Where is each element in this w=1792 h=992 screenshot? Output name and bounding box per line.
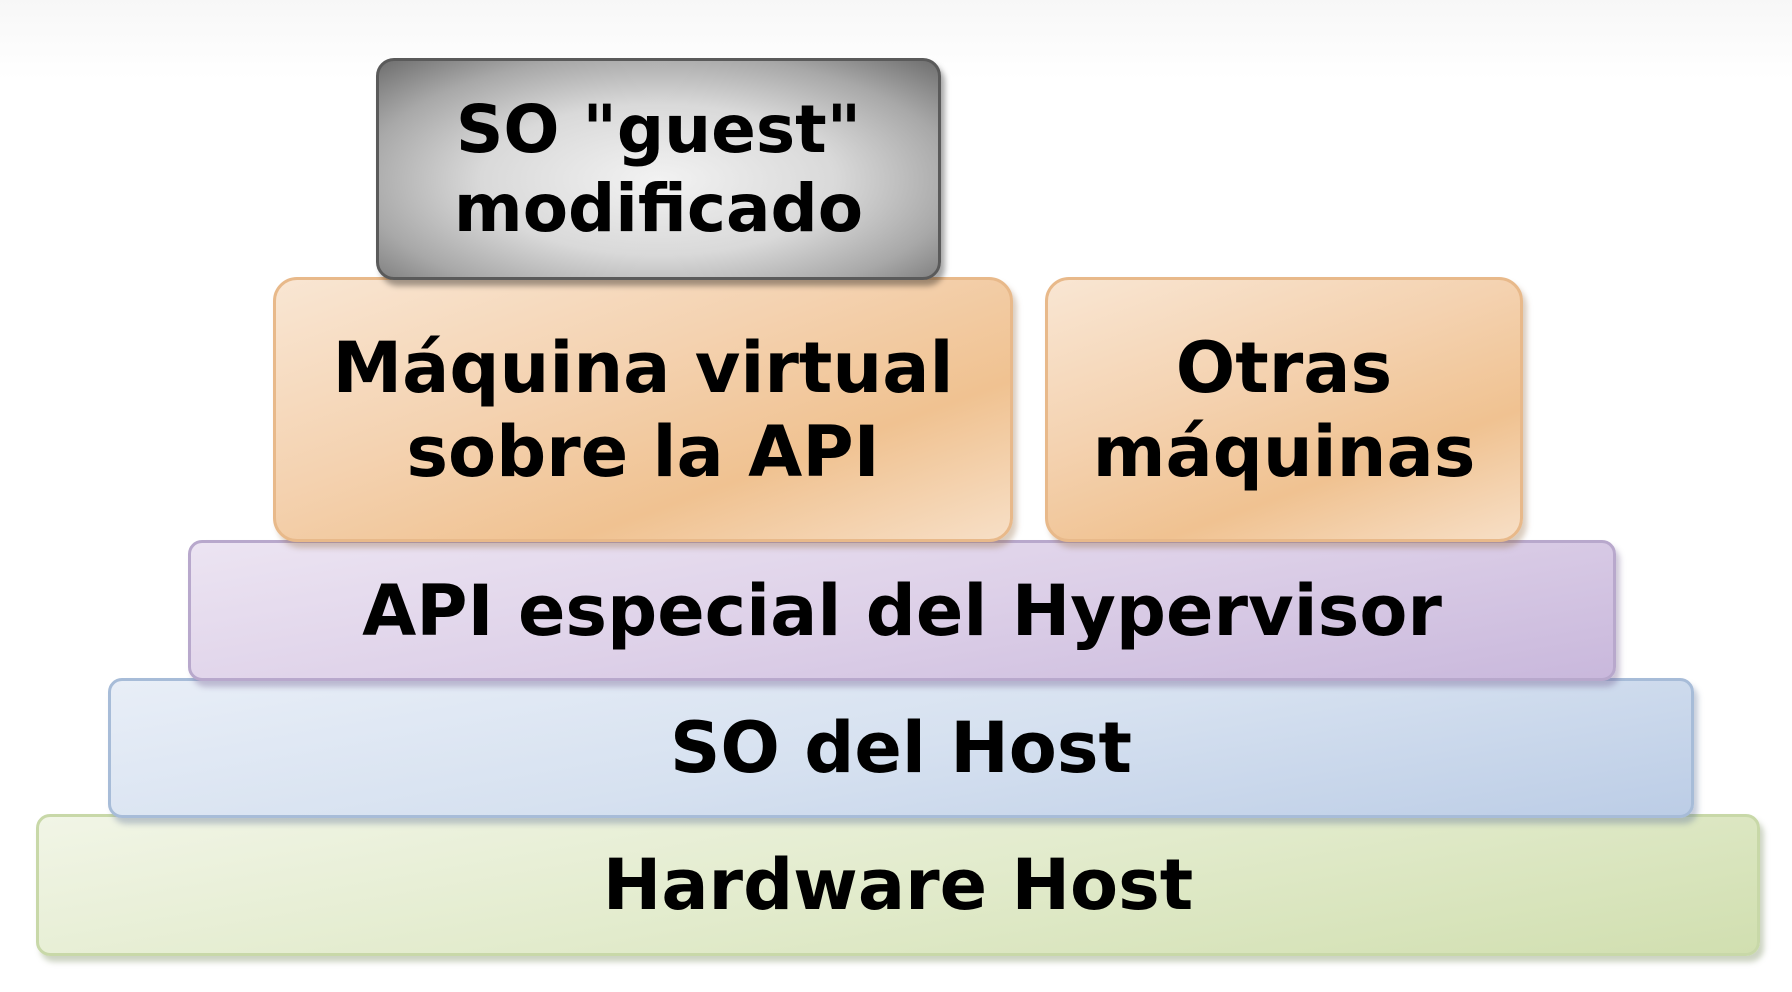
other-machines-line1: Otras xyxy=(1175,326,1393,409)
other-machines-block: Otras máquinas xyxy=(1045,277,1523,542)
guest-os-block: SO "guest" modificado xyxy=(376,58,941,280)
guest-os-line1: SO "guest" xyxy=(455,90,862,168)
hypervisor-api-label: API especial del Hypervisor xyxy=(362,569,1442,652)
virtual-machine-line1: Máquina virtual xyxy=(332,326,954,409)
other-machines-label: Otras máquinas xyxy=(1093,326,1476,494)
guest-os-line2: modificado xyxy=(453,170,864,247)
other-machines-line2: máquinas xyxy=(1092,410,1476,493)
virtual-machine-line2: sobre la API xyxy=(406,410,880,493)
host-os-label: SO del Host xyxy=(669,707,1133,789)
virtual-machine-block: Máquina virtual sobre la API xyxy=(273,277,1013,542)
guest-os-label: SO "guest" modificado xyxy=(454,90,863,248)
hypervisor-api-block: API especial del Hypervisor xyxy=(188,540,1616,681)
virtual-machine-label: Máquina virtual sobre la API xyxy=(333,326,954,494)
hardware-block: Hardware Host xyxy=(36,814,1760,956)
hardware-label: Hardware Host xyxy=(602,844,1194,926)
host-os-block: SO del Host xyxy=(108,678,1694,818)
